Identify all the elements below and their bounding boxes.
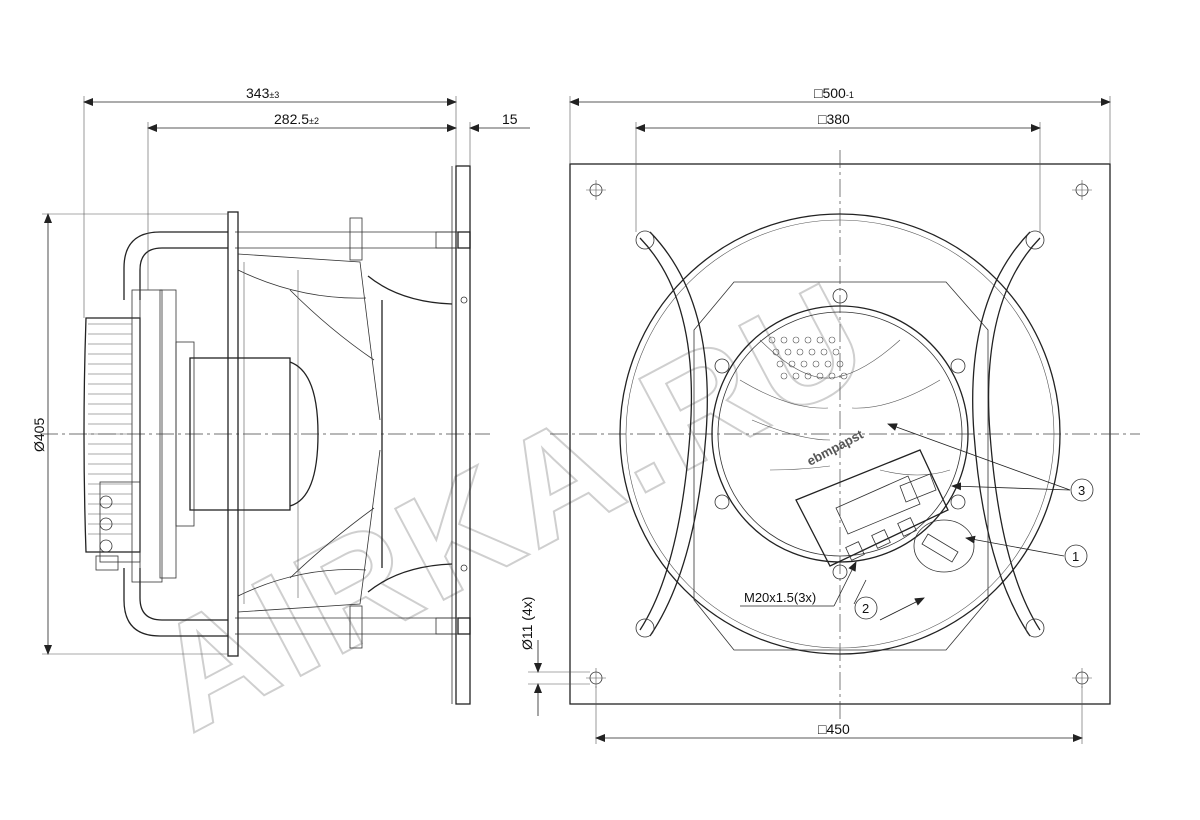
heat-sink-pattern (768, 336, 848, 380)
callout-2-label: 2 (862, 601, 869, 616)
heat-sink-dot (816, 336, 824, 344)
motor-screws (714, 288, 966, 580)
heat-sink-dot (824, 360, 832, 368)
dim-length-to-flange-label: 282.5±2 (274, 111, 319, 127)
detail-ellipse (913, 519, 975, 573)
mounting-hole (1072, 180, 1092, 200)
heat-sink-dot (776, 360, 784, 368)
thread-callout: M20x1.5(3x) (740, 561, 857, 607)
callout-2: 2 (853, 579, 925, 621)
mounting-hole (1072, 668, 1092, 688)
callout-1: 1 (965, 535, 1088, 568)
dim-flange-thickness-label: 15 (502, 111, 518, 127)
dim-flange-thickness: 15 (420, 111, 530, 166)
dim-guard-spacing: □380 (635, 111, 1041, 232)
inlet-ring (619, 213, 1061, 655)
heat-sink-dot (840, 372, 848, 380)
heat-sink-dot (804, 372, 812, 380)
side-view: 343±3 282.5±2 15 Ø405 (31, 85, 530, 705)
callout-3: 3 (887, 423, 1094, 502)
watermark-text: AIRKA.RU (127, 247, 896, 762)
motor-face (711, 305, 969, 563)
front-guard (635, 230, 1045, 638)
dim-diameter-label: Ø405 (31, 418, 47, 452)
heat-sink-dot (832, 348, 840, 356)
mounting-hole (586, 668, 606, 688)
motor (159, 289, 319, 579)
thread-label: M20x1.5(3x) (744, 590, 816, 605)
heat-sink-dot (780, 372, 788, 380)
dim-guard-spacing-label: □380 (818, 111, 850, 127)
heat-sink-dot (788, 360, 796, 368)
heat-sink-dot (812, 360, 820, 368)
heat-sink-dot (796, 348, 804, 356)
heat-sink-dot (808, 348, 816, 356)
heat-sink-dot (792, 336, 800, 344)
heat-sink-dot (828, 336, 836, 344)
backplate-outline (693, 281, 989, 651)
heat-sink-dot (772, 348, 780, 356)
flange-bolts (457, 231, 471, 635)
heat-sink-dot (768, 336, 776, 344)
tie-rods (235, 217, 458, 649)
heat-sink-dot (836, 360, 844, 368)
dim-diameter: Ø405 (31, 213, 228, 655)
callout-3-label: 3 (1078, 483, 1085, 498)
terminal-box (795, 449, 949, 567)
heat-sink-dot (784, 348, 792, 356)
mounting-hole (586, 180, 606, 200)
heat-sink-dot (820, 348, 828, 356)
side-guard (123, 231, 228, 637)
flange-plate (455, 165, 471, 705)
watermark: AIRKA.RU (126, 246, 897, 763)
impeller (237, 253, 453, 613)
dim-plate-size-label: □500-1 (814, 85, 854, 101)
dim-length-to-flange: 282.5±2 (147, 111, 457, 290)
heat-sink-dot (816, 372, 824, 380)
electronics-housing (83, 288, 163, 583)
dim-hole-diameter-label: Ø11 (4x) (519, 597, 535, 650)
mounting-holes (586, 180, 1092, 688)
backplate (227, 211, 239, 657)
heat-sink-dot (800, 360, 808, 368)
cable-glands (95, 495, 119, 571)
cooling-fins (88, 323, 132, 535)
heat-sink-dot (792, 372, 800, 380)
dim-hole-diameter: Ø11 (4x) (519, 597, 590, 716)
dim-overall-length-label: 343±3 (246, 85, 279, 101)
callout-1-label: 1 (1072, 549, 1079, 564)
heat-sink-dot (780, 336, 788, 344)
heat-sink-dot (804, 336, 812, 344)
dim-hole-spacing-label: □450 (818, 721, 850, 737)
heat-sink-dot (828, 372, 836, 380)
dim-hole-spacing: □450 (595, 686, 1083, 744)
dim-plate-size: □500-1 (569, 85, 1111, 164)
